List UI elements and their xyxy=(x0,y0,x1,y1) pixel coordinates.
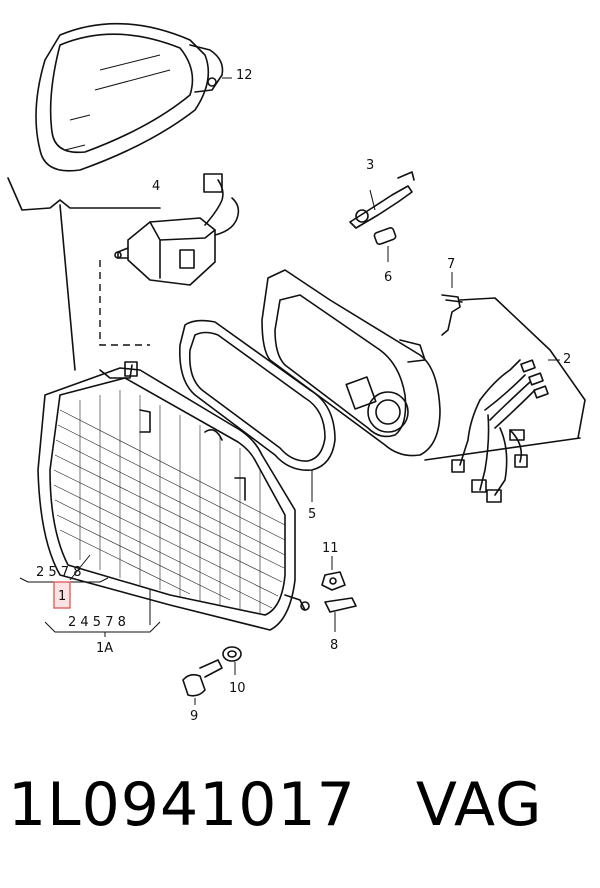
part-3-bulb xyxy=(349,171,415,229)
label-variant-1a: 2 4 5 7 8 xyxy=(68,615,126,630)
label-8: 8 xyxy=(330,638,338,653)
part-9-screw xyxy=(182,659,223,705)
label-12: 12 xyxy=(236,68,253,83)
part-1-headlamp xyxy=(37,361,310,631)
part-6-side-bulb xyxy=(373,226,397,262)
label-4: 4 xyxy=(152,179,160,194)
part-number-caption: 1L0941017 VAG xyxy=(8,770,543,840)
part-10-washer xyxy=(222,646,242,675)
label-1a: 1A xyxy=(96,641,113,656)
part-11-nut xyxy=(321,556,346,591)
label-variant-1: 2 5 7 8 xyxy=(36,565,81,580)
label-2: 2 xyxy=(563,352,571,367)
label-10: 10 xyxy=(229,681,246,696)
label-3: 3 xyxy=(366,158,374,173)
label-6: 6 xyxy=(384,270,392,285)
label-1: 1 xyxy=(58,589,66,604)
label-7: 7 xyxy=(447,257,455,272)
lens-hatching xyxy=(53,390,286,613)
part-number: 1L0941017 xyxy=(8,770,356,840)
part-2-wiring-harness xyxy=(424,297,586,503)
label-5: 5 xyxy=(308,507,316,522)
part-8-clip xyxy=(324,597,357,632)
part-7-clip xyxy=(441,272,463,336)
label-11: 11 xyxy=(322,541,339,556)
exploded-parts-diagram: 12 4 3 6 7 2 5 11 8 10 9 2 5 7 8 1 2 4 5… xyxy=(7,22,586,724)
part-12-reflector-cover xyxy=(35,22,232,172)
label-9: 9 xyxy=(190,709,198,724)
brand-name: VAG xyxy=(415,770,543,840)
leader-lines-top xyxy=(7,177,161,371)
part-4-leveling-motor xyxy=(99,173,240,346)
part-5-gasket xyxy=(178,319,336,502)
highlight-box xyxy=(53,581,71,609)
part-2-housing xyxy=(261,269,441,457)
